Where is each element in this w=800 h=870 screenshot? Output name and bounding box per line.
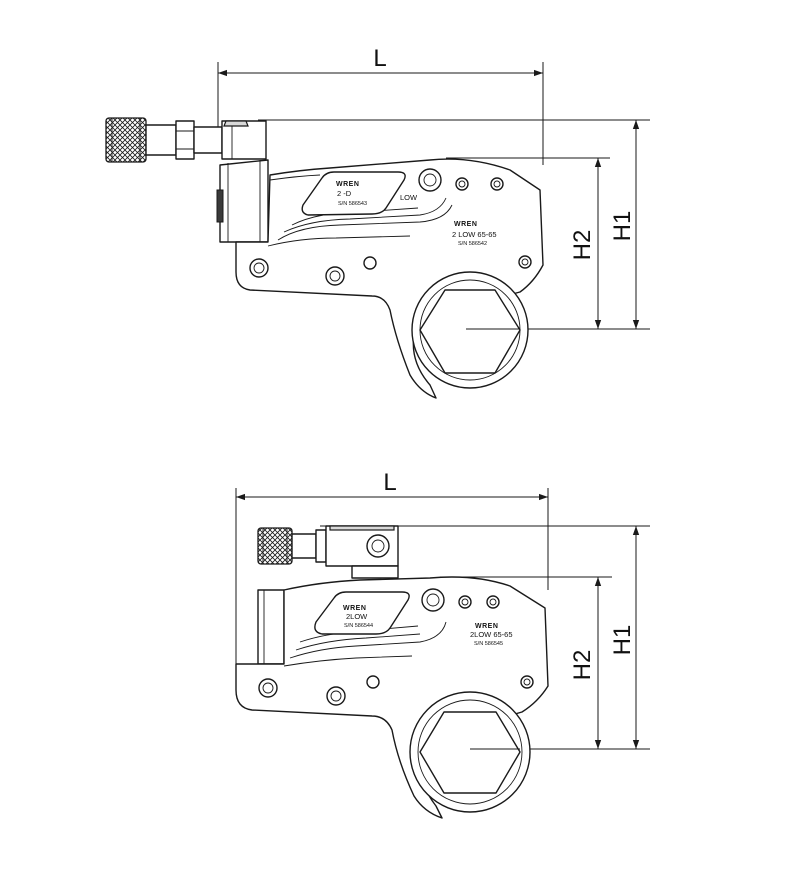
top-link-model: 2 LOW 65-65 [452,230,497,239]
top-dimension-length-label: L [373,45,386,72]
top-view: L H1 H2 [105,45,650,399]
bottom-view: L H1 H2 [235,469,650,819]
bottom-link-brand: WREN [475,623,498,630]
bottom-cylinder-serial: S/N 586544 [344,623,373,629]
bottom-hex-drive-ring [409,691,531,813]
top-bolt-holes [249,168,532,286]
top-dimension-h2-label: H2 [569,230,596,261]
top-dimension-h1-label: H1 [609,211,636,242]
top-hex-drive-ring [411,271,529,389]
bottom-dimension-h1-label: H1 [609,625,636,656]
bottom-main-housing [235,576,549,819]
bottom-dimension-length: L [235,469,549,675]
bottom-bolt-holes [258,588,534,706]
bottom-link-nameplate: WREN 2LOW 65-65 S/N 586545 [470,623,513,647]
top-link-nameplate: WREN 2 LOW 65-65 S/N 586542 [452,221,497,247]
bottom-dimension-h2-label: H2 [569,650,596,681]
top-cylinder-suffix: LOW [400,193,418,202]
top-cylinder-serial: S/N 586543 [338,201,367,207]
top-link-serial: S/N 586542 [458,241,487,247]
top-cylinder-brand: WREN [336,181,359,188]
bottom-cylinder-nameplate: WREN 2LOW S/N 586544 [314,591,410,635]
top-dimension-length: L [217,45,544,165]
top-cylinder-nameplate: WREN 2 -D LOW S/N 586543 [301,171,418,216]
top-cylinder-model: 2 -D [337,189,352,198]
top-swivel-block [221,120,267,160]
bottom-swivel-block [325,525,399,579]
bottom-cylinder-body [257,589,285,665]
top-link-brand: WREN [454,221,477,228]
top-cylinder-body [216,159,269,243]
bottom-cylinder-model: 2LOW [346,612,368,621]
top-hydraulic-coupler [105,117,223,163]
bottom-hydraulic-coupler [257,527,327,565]
bottom-cylinder-brand: WREN [343,605,366,612]
bottom-link-serial: S/N 586545 [474,641,503,647]
bottom-dimension-length-label: L [383,469,396,496]
bottom-link-model: 2LOW 65-65 [470,630,513,639]
